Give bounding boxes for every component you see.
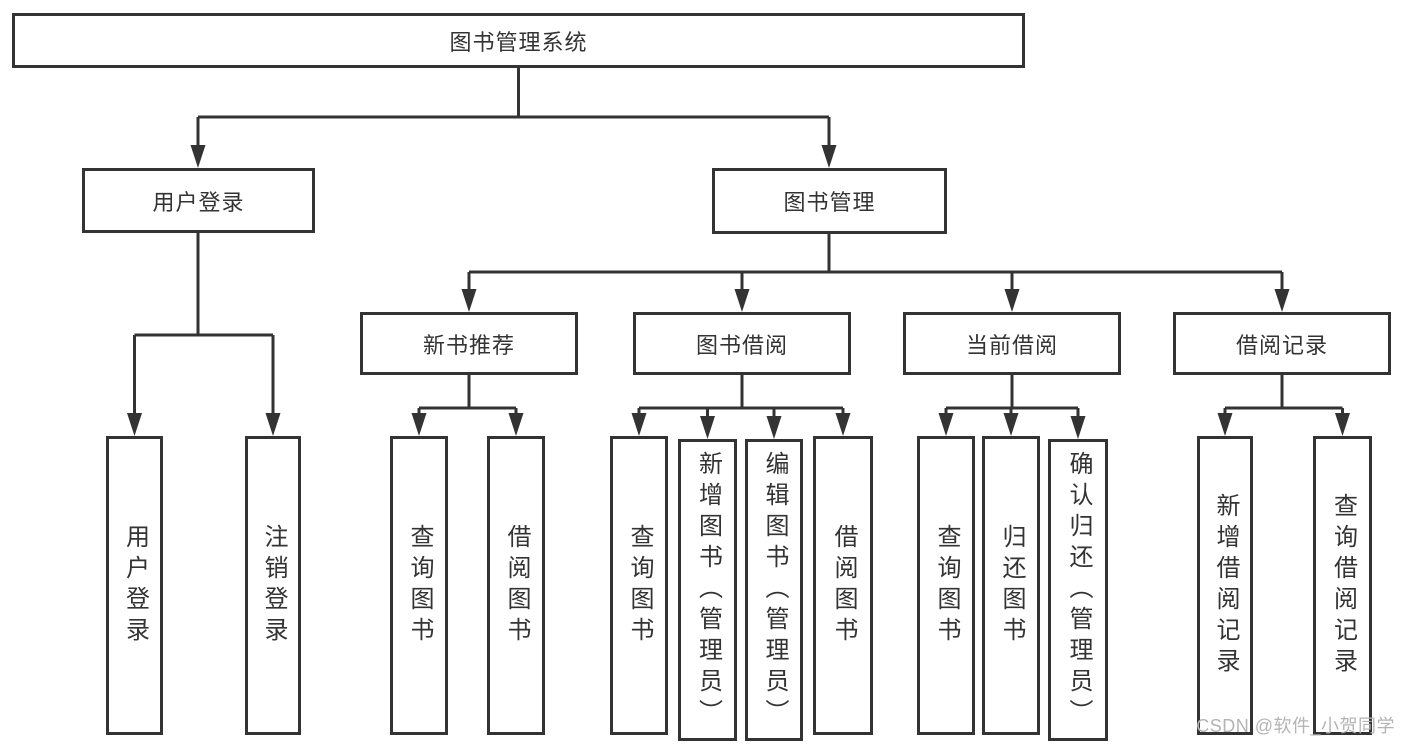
- node-book-management: 图书管理: [712, 168, 947, 234]
- node-label: 图书管理系统: [449, 29, 588, 55]
- node-label: 确认归还（管理员）: [1065, 450, 1092, 730]
- node-label: 查询图书: [626, 523, 653, 648]
- node-label: 注销登录: [260, 523, 287, 648]
- node-label: 编辑图书（管理员）: [761, 450, 788, 730]
- arrowheads: [127, 145, 1350, 439]
- leaf-confirm-return-admin: 确认归还（管理员）: [1048, 439, 1108, 741]
- node-label: 用户登录: [121, 523, 149, 648]
- leaf-borrow-book-recommend: 借阅图书: [487, 436, 545, 735]
- node-label: 图书管理: [783, 190, 876, 215]
- leaf-add-borrow-record: 新增借阅记录: [1197, 436, 1253, 735]
- node-label: 借阅图书: [830, 523, 857, 648]
- node-label: 当前借阅: [965, 332, 1058, 358]
- csdn-watermark: CSDN @软件_小贺同学: [1196, 716, 1395, 736]
- node-label: 新增图书（管理员）: [694, 450, 722, 730]
- node-label: 查询借阅记录: [1329, 492, 1357, 679]
- leaf-query-book-current: 查询图书: [917, 436, 975, 735]
- leaf-logout: 注销登录: [245, 436, 301, 735]
- node-label: 归还图书: [998, 523, 1025, 648]
- leaf-borrow-book: 借阅图书: [813, 436, 873, 735]
- node-borrow-record: 借阅记录: [1173, 312, 1391, 375]
- node-label: 查询图书: [406, 523, 433, 648]
- leaf-edit-book-admin: 编辑图书（管理员）: [745, 439, 803, 741]
- node-label: 新书推荐: [422, 332, 515, 358]
- leaf-query-book-recommend: 查询图书: [390, 436, 448, 735]
- leaf-return-book: 归还图书: [982, 436, 1040, 735]
- node-label: 用户登录: [152, 189, 245, 215]
- node-current-borrow: 当前借阅: [903, 312, 1121, 375]
- node-label: 图书借阅: [695, 332, 788, 358]
- node-label: 查询图书: [933, 523, 960, 648]
- node-root-library-system: 图书管理系统: [12, 13, 1025, 68]
- leaf-user-login: 用户登录: [106, 436, 163, 735]
- node-label: 新增借阅记录: [1212, 492, 1239, 679]
- node-new-book-recommend: 新书推荐: [360, 312, 578, 375]
- leaf-query-book-borrow: 查询图书: [610, 436, 668, 735]
- node-label: 借阅图书: [503, 523, 530, 648]
- node-user-login: 用户登录: [82, 168, 315, 233]
- leaf-add-book-admin: 新增图书（管理员）: [678, 439, 737, 741]
- leaf-query-borrow-record: 查询借阅记录: [1313, 436, 1372, 735]
- node-book-borrow: 图书借阅: [633, 312, 851, 375]
- node-label: 借阅记录: [1235, 332, 1328, 358]
